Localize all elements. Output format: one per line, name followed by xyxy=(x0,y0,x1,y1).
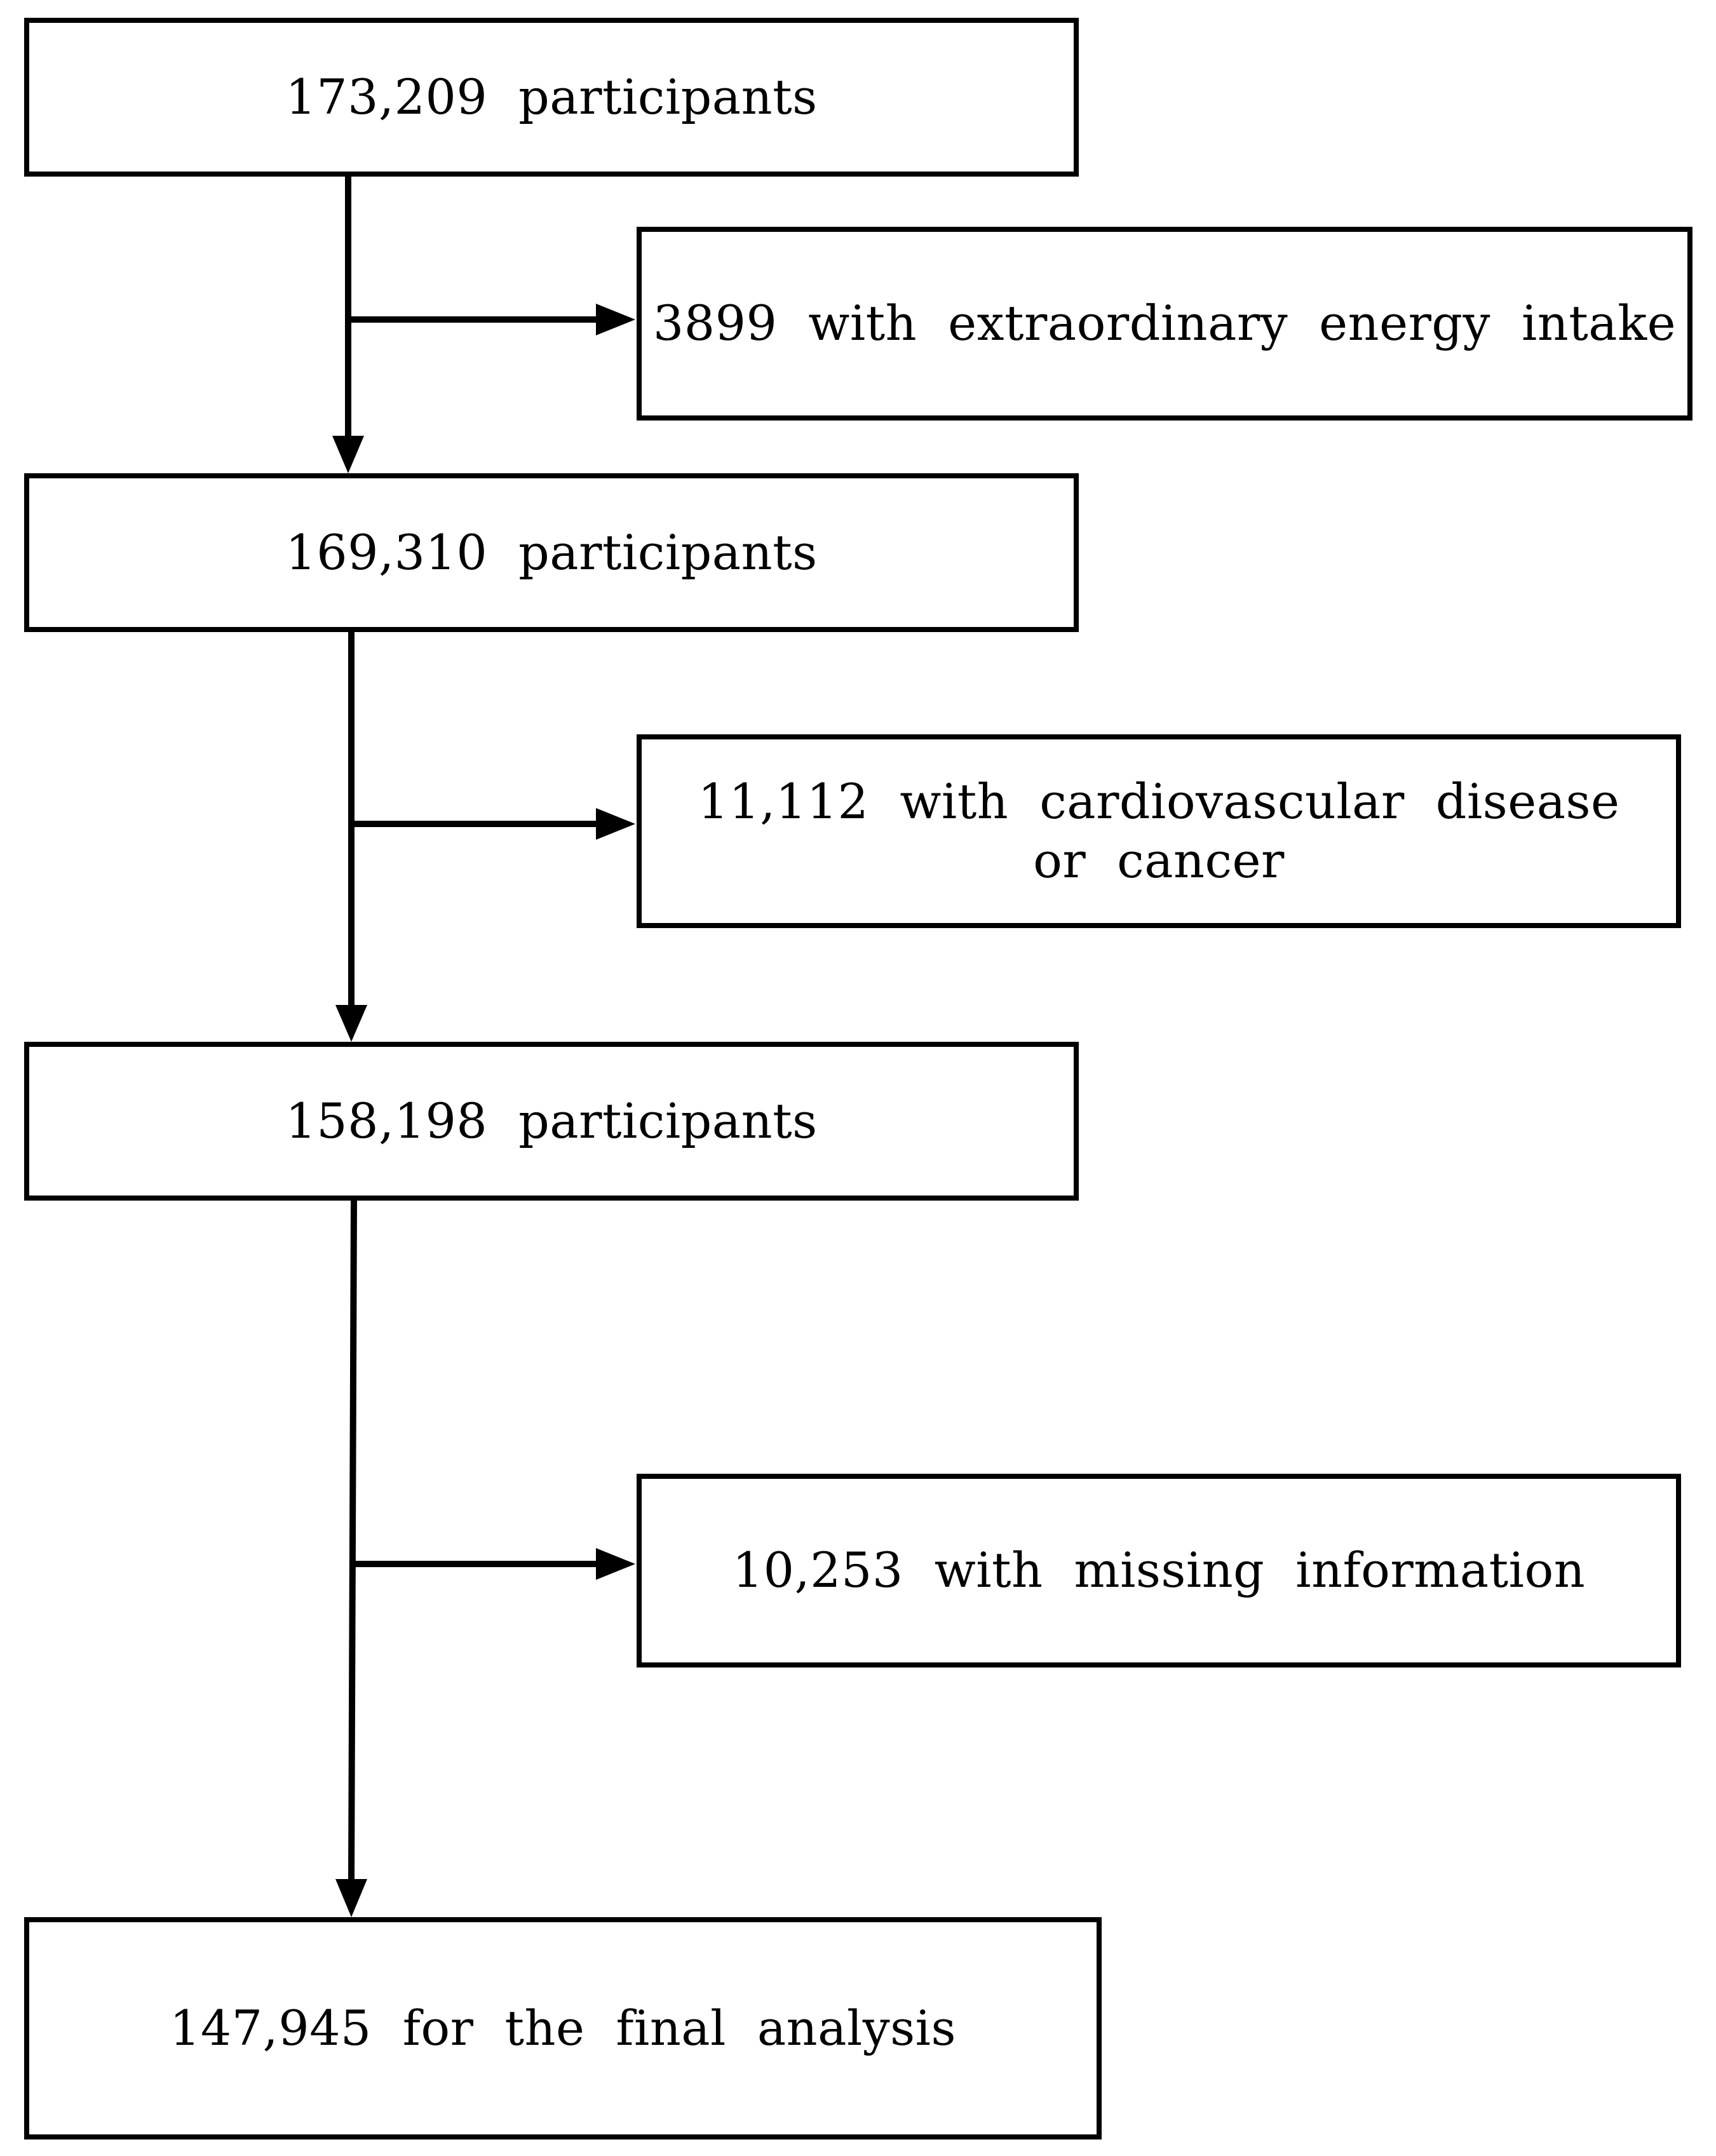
box-participants-step-2-label: 169,310 participants xyxy=(285,523,818,581)
arrowhead-right-2 xyxy=(596,808,635,840)
box-participants-step-3-label: 158,198 participants xyxy=(285,1092,818,1149)
arrowhead-down-2 xyxy=(335,1005,367,1042)
arrowhead-right-1 xyxy=(596,304,635,335)
box-exclusion-cvd-cancer-line-2: or cancer xyxy=(1033,832,1285,889)
box-final-analysis: 147,945 for the final analysis xyxy=(24,1917,1102,2139)
box-participants-step-3: 158,198 participants xyxy=(24,1042,1079,1201)
box-initial-participants-label: 173,209 participants xyxy=(285,68,818,125)
arrowhead-right-3 xyxy=(596,1548,635,1580)
box-exclusion-energy-intake: 3899 with extraordinary energy intake xyxy=(637,227,1692,421)
box-exclusion-energy-intake-label: 3899 with extraordinary energy intake xyxy=(652,295,1677,352)
box-participants-step-2: 169,310 participants xyxy=(24,473,1079,632)
box-final-analysis-label: 147,945 for the final analysis xyxy=(170,1999,956,2056)
box-exclusion-missing-info: 10,253 with missing information xyxy=(637,1474,1681,1668)
main-flow-line-3 xyxy=(348,1200,357,1881)
box-initial-participants: 173,209 participants xyxy=(24,18,1079,177)
arrowhead-down-1 xyxy=(332,436,364,473)
box-exclusion-cvd-cancer-text: 11,112 with cardiovascular disease or ca… xyxy=(698,772,1619,890)
box-exclusion-cvd-cancer: 11,112 with cardiovascular disease or ca… xyxy=(637,734,1681,928)
box-exclusion-missing-info-label: 10,253 with missing information xyxy=(732,1542,1586,1599)
arrowhead-down-3 xyxy=(335,1879,367,1917)
box-exclusion-cvd-cancer-line-1: 11,112 with cardiovascular disease xyxy=(698,772,1620,830)
